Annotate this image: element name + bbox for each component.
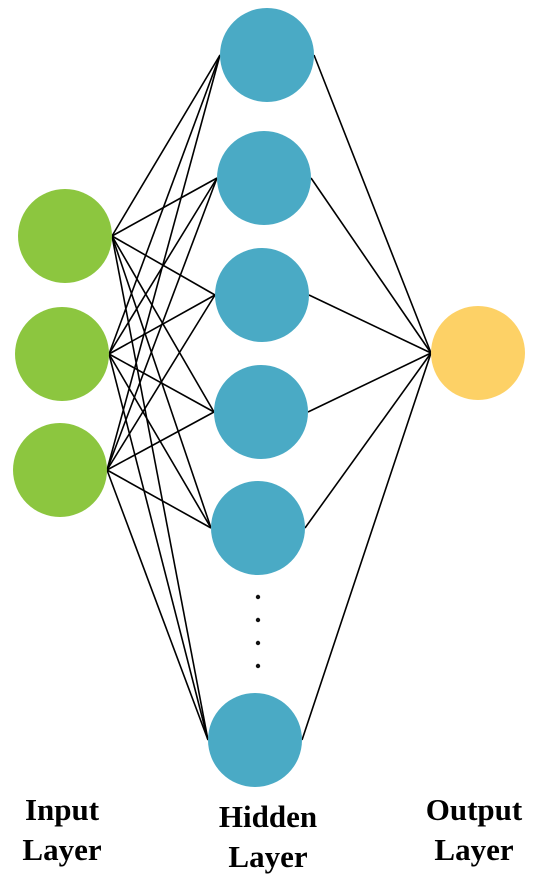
ellipsis-dot-2 [255,617,261,623]
edge-hidden-3-output-1 [308,294,432,354]
hidden-node-4 [214,365,308,459]
input-node-2 [15,307,109,401]
edge-input-3-hidden-2 [106,177,218,471]
ellipsis-dot-1 [255,594,261,600]
hidden-layer-label-line2: Layer [228,839,308,874]
edge-hidden-6-output-1 [301,352,432,741]
hidden-node-1 [220,8,314,102]
edge-hidden-5-output-1 [304,352,432,529]
output-node-1 [431,306,525,400]
connections [106,54,432,741]
output-layer-label-line1: Output [425,792,523,827]
ellipsis-dot-4 [255,663,261,669]
edge-input-1-hidden-6 [111,235,209,741]
input-node-3 [13,423,107,517]
edge-input-3-hidden-6 [106,469,209,741]
hidden-node-5 [211,481,305,575]
output-layer-label: Output Layer [394,790,550,870]
edge-hidden-2-output-1 [310,177,432,354]
edge-input-2-hidden-1 [108,54,221,355]
output-layer-label-line2: Layer [434,832,514,867]
nodes [13,8,525,787]
ellipsis-dot-3 [255,640,261,646]
hidden-node-3 [215,248,309,342]
hidden-layer-label: Hidden Layer [188,797,348,877]
hidden-layer-ellipsis [255,594,261,669]
edge-input-2-hidden-6 [108,353,209,741]
edge-input-3-hidden-5 [106,469,212,529]
hidden-node-2 [217,131,311,225]
edge-input-1-hidden-2 [111,177,218,237]
edge-hidden-1-output-1 [313,54,432,354]
edge-input-3-hidden-4 [106,411,215,471]
edge-input-1-hidden-1 [111,54,221,237]
input-layer-label-line2: Layer [22,832,102,867]
edge-input-3-hidden-3 [106,294,216,471]
hidden-node-6 [208,693,302,787]
hidden-layer-label-line1: Hidden [218,799,318,834]
input-layer-label-line1: Input [24,792,100,827]
edge-input-3-hidden-1 [106,54,221,471]
input-node-1 [18,189,112,283]
input-layer-label: Input Layer [0,790,142,870]
edge-hidden-4-output-1 [307,352,432,413]
